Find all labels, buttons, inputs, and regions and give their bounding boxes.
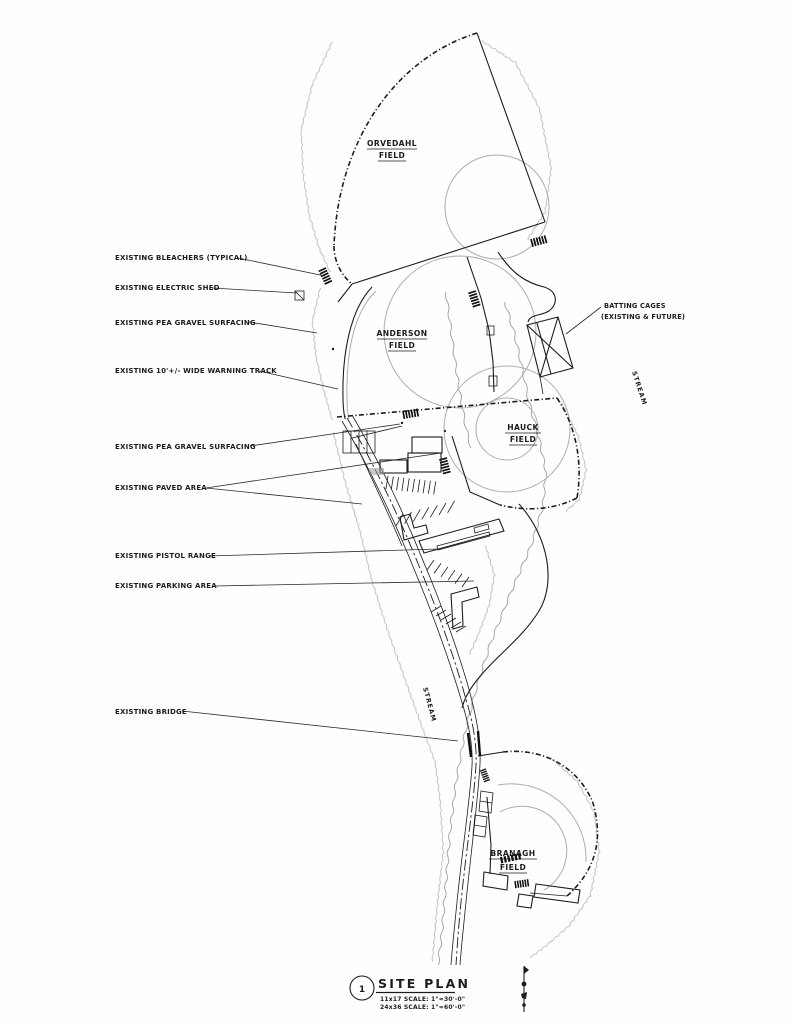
callout-pea-gravel-1: EXISTING PEA GRAVEL SURFACING — [115, 319, 256, 327]
callout-warning-track: EXISTING 10'+/- WIDE WARNING TRACK — [115, 367, 277, 375]
callout-parking-area: EXISTING PARKING AREA — [115, 582, 217, 590]
bleachers-icon — [479, 768, 491, 783]
detail-bubble — [349, 975, 375, 1001]
orvedahl-field-label2: FIELD — [379, 151, 405, 160]
sheet-title: SITE PLAN — [378, 976, 470, 991]
electric-shed-symbol — [294, 290, 305, 301]
branagh-field-label: BRANAGH — [490, 849, 535, 858]
tree-lines — [300, 39, 601, 963]
scale-note-1: 11x17 SCALE: 1"=30'-0" — [380, 996, 465, 1003]
callout-batting-cages-line2: (EXISTING & FUTURE) — [601, 313, 685, 321]
callout-paved-area: EXISTING PAVED AREA — [115, 484, 207, 492]
title-block: 1 SITE PLAN 11x17 SCALE: 1"=30'-0" 24x36… — [349, 975, 470, 1011]
callout-electric-shed: EXISTING ELECTRIC SHED — [115, 284, 220, 292]
detail-number: 1 — [359, 985, 365, 995]
hauck-field-label: HAUCK — [507, 423, 539, 432]
stream-label-bridge: STREAM — [421, 686, 438, 722]
access-road — [341, 414, 481, 966]
bridge — [466, 730, 482, 758]
north-arrow — [521, 966, 529, 1012]
callout-pea-gravel-2: EXISTING PEA GRAVEL SURFACING — [115, 443, 256, 451]
bleachers-icon — [530, 234, 548, 248]
anderson-field-outline — [336, 256, 558, 420]
scale-note-2: 24x36 SCALE: 1"=60'-0" — [380, 1004, 465, 1011]
stream-line-anderson — [445, 291, 472, 449]
batting-cage — [497, 251, 574, 395]
callout-bleachers: EXISTING BLEACHERS (TYPICAL) — [115, 254, 247, 262]
callout-pistol-range: EXISTING PISTOL RANGE — [115, 552, 216, 560]
branagh-field-label2: FIELD — [500, 863, 526, 872]
anderson-field-label: ANDERSON — [376, 329, 427, 338]
bleachers-icon — [514, 878, 530, 889]
orvedahl-field-label: ORVEDAHL — [367, 139, 417, 148]
callout-labels: EXISTING BLEACHERS (TYPICAL) EXISTING EL… — [115, 254, 685, 716]
pistol-range — [399, 513, 505, 630]
anderson-field-label2: FIELD — [389, 341, 415, 350]
leader-lines — [181, 257, 602, 742]
parking-stall-ticks — [385, 475, 470, 633]
infield-arcs — [346, 154, 587, 891]
hauck-field-label2: FIELD — [510, 435, 536, 444]
orvedahl-field-outline — [333, 32, 546, 303]
bleacher-symbols — [294, 234, 548, 889]
callout-batting-cages-line1: BATTING CAGES — [604, 302, 666, 310]
streams — [437, 291, 548, 966]
bleachers-icon — [467, 290, 482, 308]
stream-line-east — [437, 301, 548, 966]
callout-bridge: EXISTING BRIDGE — [115, 708, 187, 716]
bleachers-icon — [317, 267, 333, 285]
hauck-field-outline — [451, 397, 580, 510]
field-labels: ORVEDAHL FIELD ANDERSON FIELD HAUCK FIEL… — [367, 139, 541, 874]
branagh-field-outline — [477, 750, 599, 897]
stream-label-east: STREAM — [630, 370, 649, 406]
parking-structures — [342, 425, 549, 709]
